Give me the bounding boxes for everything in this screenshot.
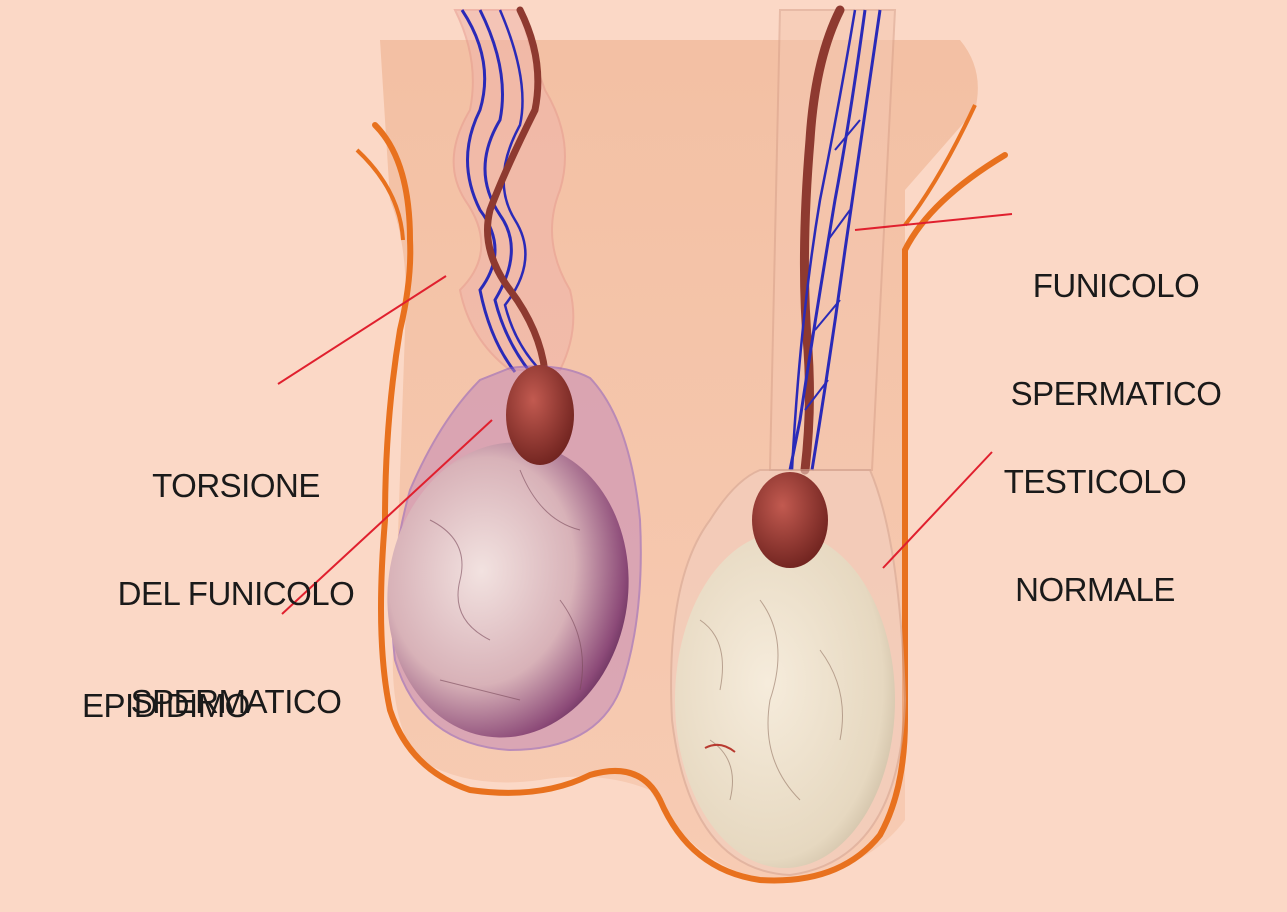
normal-testis [675,532,895,868]
label-funicolo-line: FUNICOLO [1003,268,1229,304]
label-torsion-line: TORSIONE [76,468,396,504]
label-testicolo: TESTICOLO NORMALE [990,392,1200,680]
label-testicolo-line: TESTICOLO [990,464,1200,500]
normal-cord-sheath [770,10,895,470]
normal-epididymis [752,472,828,568]
label-testicolo-line: NORMALE [990,572,1200,608]
label-epididimo-line: EPIDIDIMO [82,688,250,724]
torsed-epididymis [506,365,574,465]
label-torsion-line: DEL FUNICOLO [76,576,396,612]
label-epididimo: EPIDIDIMO [82,616,250,796]
